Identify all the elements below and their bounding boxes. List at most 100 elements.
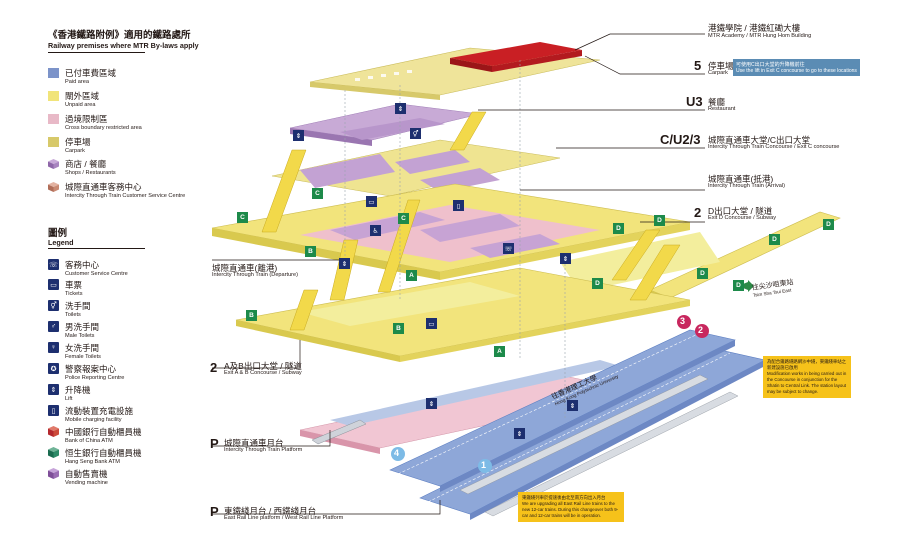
map-exit-d-icon: D [654,215,665,226]
escalators [261,111,681,331]
platform-number-1: 1 [481,460,487,470]
map-lift-icon: ⇕ [567,400,578,411]
departure-label-zh: 城際直通車(離港) [212,263,278,273]
carpark-level [309,42,601,100]
rail-platform-label-en: East Rail Line platform / West Rail Line… [224,515,344,521]
level-2-ab-number: 2 [210,360,218,375]
concourse-ab-label-zh: A及B出口大堂 / 隧道 [224,361,302,371]
map-lift-icon: ⇕ [339,258,350,269]
toilet-icon: ⚥ [48,300,59,311]
concourse-ab-level [235,267,691,362]
platform-number-2: 2 [698,325,704,335]
level-5-number: 5 [694,58,702,73]
map-ticket-icon: ▭ [366,196,377,207]
rail-platform-label-zh: 東鐵綫月台 / 西鐵綫月台 [224,506,317,516]
concourse-d-label-en: Exit D Concourse / Subway [708,215,777,221]
map-exit-c-icon: C [312,188,323,199]
cross-boundary-swatch [48,114,59,124]
map-lift-icon: ⇕ [514,428,525,439]
legend-title-en: Legend [48,238,74,247]
map-toilet-icon: ⚥ [410,128,421,139]
police-icon: ✪ [48,363,59,374]
map-lift-icon: ⇕ [560,253,571,264]
bottom-notice-box: 東鐵綫列車於提速後由北至南方向出入月台 We are upgrading all… [518,492,624,522]
male-toilet-icon: ♂ [48,321,59,332]
paid-area-swatch [48,68,59,78]
hang-seng-atm-icon [48,447,59,458]
map-exit-b-icon: B [393,323,404,334]
map-exit-c-icon: C [398,213,409,224]
map-title-en: Railway premises where MTR By-laws apply [48,41,199,50]
lift-icon: ⇕ [48,384,59,395]
itt-platform-label-zh: 城際直通車月台 [224,438,284,448]
map-exit-d-icon: D [697,268,708,279]
arrival-label-zh: 城際直通車(抵港) [708,174,774,184]
level-c-u2-3-number: C/U2/3 [660,132,701,147]
level-2-d-number: 2 [694,205,702,220]
platform-number-4: 4 [394,448,400,458]
vending-machine-icon [48,468,59,479]
map-title-zh: 《香港鐵路附例》適用的鐵路處所 [48,30,191,41]
map-toilet-icon: ♿ [370,225,381,236]
map-customer-service-icon: ☏ [503,243,514,254]
itt-platform-label-en: Intercity Through Train Platform [224,447,303,453]
map-lift-icon: ⇕ [293,130,304,141]
map-lift-icon: ⇕ [426,398,437,409]
top-building-label-zh: 港鐵學院 / 港鐵紅磡大樓 [708,23,801,33]
carpark-label-en: Carpark [708,70,728,76]
itt-centre-cube-icon [48,182,59,192]
unpaid-area-swatch [48,91,59,101]
boc-atm-icon [48,426,59,437]
mobile-charging-icon: ▯ [48,405,59,416]
map-exit-b-icon: B [305,246,316,257]
top-building-label-en: MTR Academy / MTR Hung Hom Building [708,33,812,39]
header-divider [48,52,145,53]
arrival-label-en: Intercity Through Train (Arrival) [708,183,785,189]
level-p-rail-number: P [210,504,219,519]
main-concourse-level [211,183,691,280]
map-ticket-icon: ▭ [426,318,437,329]
level-u3-number: U3 [686,94,703,109]
map-lift-icon: ⇕ [395,103,406,114]
female-toilet-icon: ♀ [48,342,59,353]
map-exit-a-icon: A [406,270,417,281]
shops-cube-icon [48,159,59,169]
legend-divider [48,248,145,249]
ticket-icon: ▭ [48,279,59,290]
restaurant-label-zh: 餐廳 [708,97,726,107]
level-p-itt-number: P [210,436,219,451]
map-exit-b-icon: B [246,310,257,321]
map-exit-d-icon: D [592,278,603,289]
concourse-c-label-en: Intercity Through Train Concourse / Exit… [708,144,840,150]
restaurant-level [289,103,481,146]
map-exit-d-icon: D [613,223,624,234]
map-exit-c-icon: C [237,212,248,223]
concourse-ab-label-en: Exit A & B Concourse / Subway [224,370,302,376]
platform-number-3: 3 [680,316,686,326]
map-exit-a-icon: A [494,346,505,357]
rail-platforms [311,329,766,520]
right-notice-box: 為配合鐵路綫路網沙中綫，東鐵綫車站之新建設施已啟用 Modification w… [763,356,851,398]
carpark-swatch [48,137,59,147]
concourse-c-label-zh: 城際直通車大堂/C出口大堂 [708,135,811,145]
departure-label-en: Intercity Through Train (Departure) [212,272,299,278]
concourse-d-label-zh: D出口大堂 / 隧道 [708,206,773,216]
map-exit-d-icon: D [733,280,744,291]
